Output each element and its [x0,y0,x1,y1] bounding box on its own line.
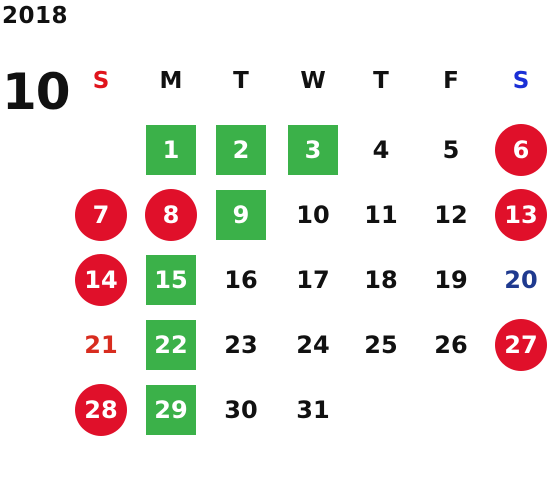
day-cell-4[interactable]: 4 [372,136,390,164]
day-cell-26[interactable]: 26 [434,331,468,359]
weekday-header-6: S [512,68,530,94]
day-cell-13[interactable]: 13 [495,189,547,241]
day-cell-18[interactable]: 18 [364,266,398,294]
day-cell-11[interactable]: 11 [364,201,398,229]
day-cell-9[interactable]: 9 [216,190,266,240]
day-cell-30[interactable]: 30 [224,396,258,424]
day-cell-17[interactable]: 17 [296,266,330,294]
day-cell-8[interactable]: 8 [145,189,197,241]
day-cell-21[interactable]: 21 [84,331,118,359]
day-cell-22[interactable]: 22 [146,320,196,370]
weekday-header-5: F [443,68,459,94]
weekday-header-1: M [159,68,183,94]
month-label: 10 [2,63,71,121]
day-cell-5[interactable]: 5 [442,136,460,164]
day-cell-27[interactable]: 27 [495,319,547,371]
weekday-header-2: T [233,68,249,94]
day-cell-3[interactable]: 3 [288,125,338,175]
day-cell-10[interactable]: 10 [296,201,330,229]
day-cell-19[interactable]: 19 [434,266,468,294]
weekday-header-0: S [92,68,110,94]
weekday-header-3: W [300,68,326,94]
day-cell-7[interactable]: 7 [75,189,127,241]
day-cell-1[interactable]: 1 [146,125,196,175]
day-cell-24[interactable]: 24 [296,331,330,359]
weekday-header-4: T [373,68,389,94]
day-cell-16[interactable]: 16 [224,266,258,294]
year-label: 2018 [2,3,69,29]
day-cell-20[interactable]: 20 [504,266,538,294]
day-cell-15[interactable]: 15 [146,255,196,305]
day-cell-31[interactable]: 31 [296,396,330,424]
day-cell-6[interactable]: 6 [495,124,547,176]
day-cell-12[interactable]: 12 [434,201,468,229]
day-cell-29[interactable]: 29 [146,385,196,435]
day-cell-14[interactable]: 14 [75,254,127,306]
day-cell-28[interactable]: 28 [75,384,127,436]
day-cell-25[interactable]: 25 [364,331,398,359]
day-cell-23[interactable]: 23 [224,331,258,359]
day-cell-2[interactable]: 2 [216,125,266,175]
